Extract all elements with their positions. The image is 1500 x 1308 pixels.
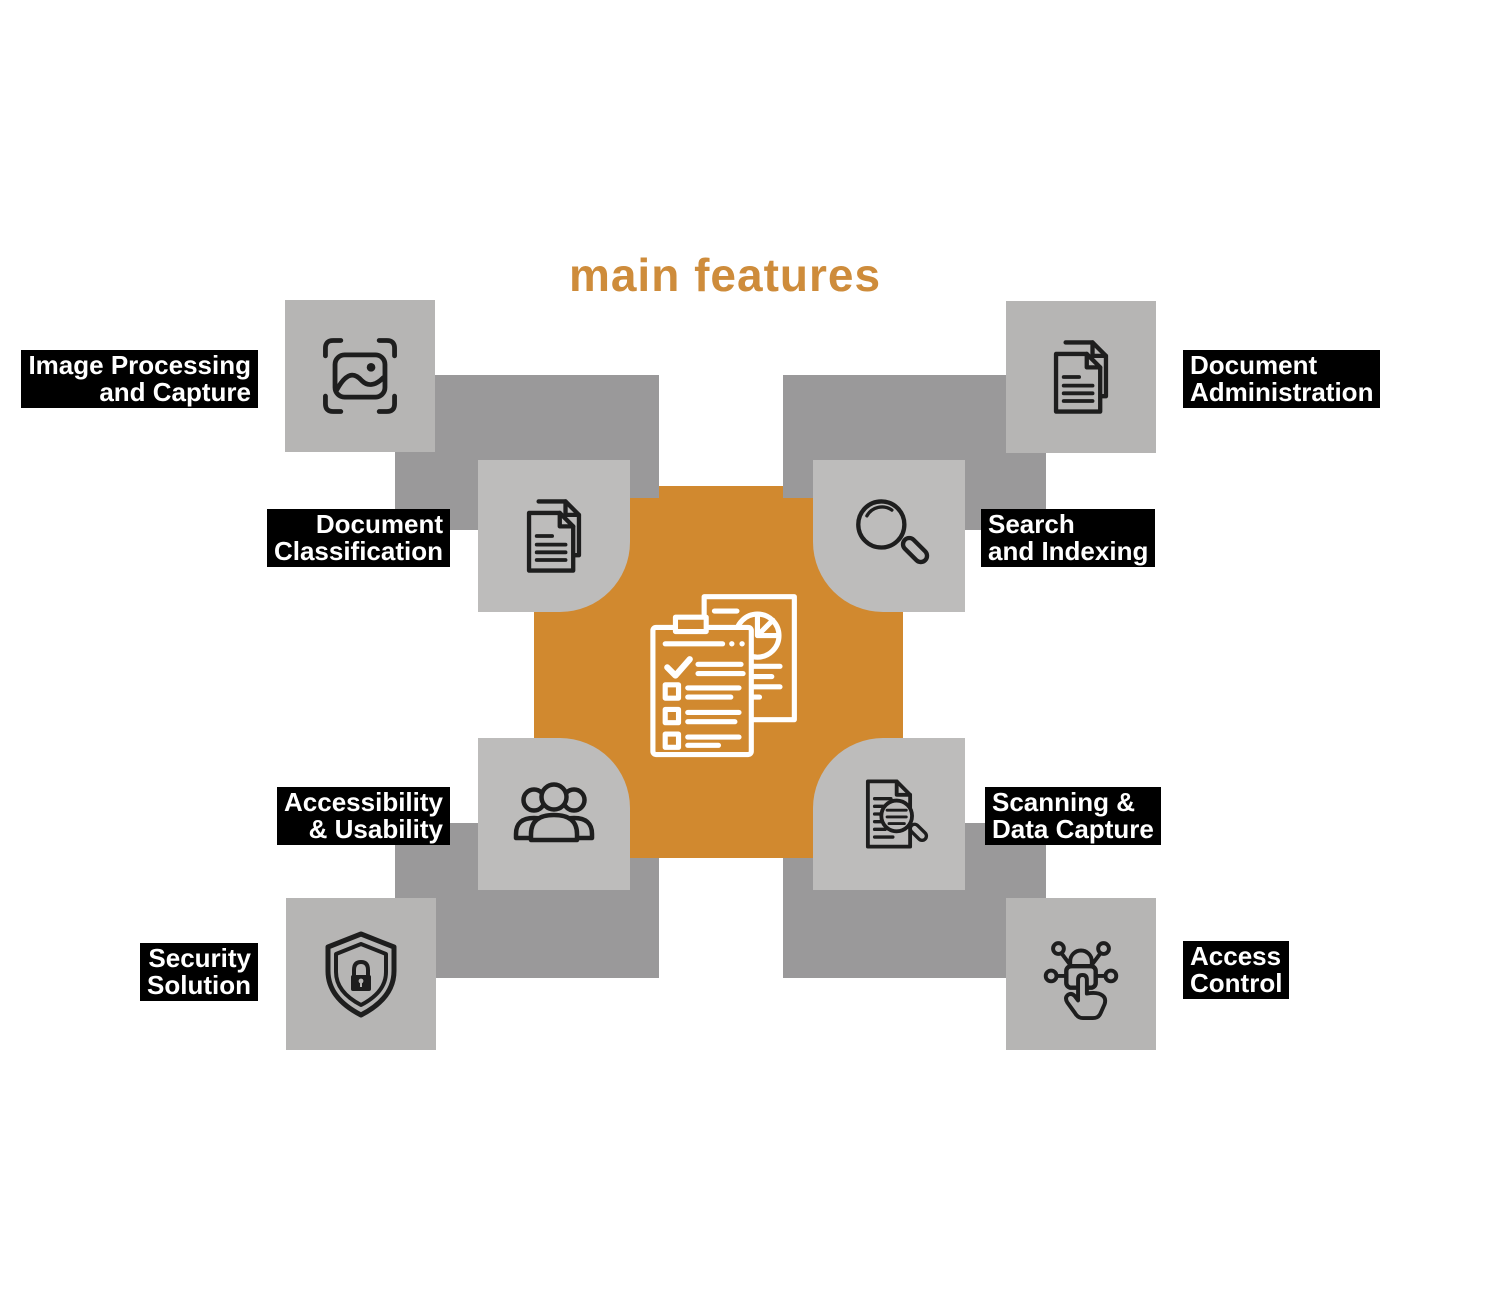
documents-icon — [1053, 340, 1109, 414]
users-icon — [513, 782, 595, 843]
feature-tile-access-control — [1006, 898, 1156, 1050]
shield-lock-icon — [325, 931, 397, 1018]
magnifier-icon — [856, 499, 930, 565]
feature-tile-security-solution — [286, 898, 436, 1050]
feature-label-search-indexing: Search and Indexing — [981, 509, 1156, 567]
feature-label-document-administration: Document Administration — [1183, 350, 1381, 408]
feature-label-document-classification: Document Classification — [266, 509, 450, 567]
feature-label-accessibility-usability: Accessibility & Usability — [277, 787, 450, 845]
feature-tile-document-administration — [1006, 301, 1156, 453]
page-title: main features — [568, 249, 882, 301]
document-search-icon — [865, 779, 929, 849]
documents-icon — [526, 499, 582, 573]
feature-tile-accessibility-usability — [478, 738, 630, 890]
feature-tile-document-classification — [478, 460, 630, 612]
connector-stub-top-left — [630, 486, 659, 498]
feature-label-access-control: Access Control — [1183, 941, 1290, 999]
connector-stub-top-right — [783, 486, 814, 498]
feature-label-scanning-data-capture: Scanning & Data Capture — [985, 787, 1161, 845]
access-control-icon — [1043, 941, 1119, 1021]
feature-tile-scanning-data-capture — [813, 738, 965, 890]
feature-tile-search-indexing — [813, 460, 965, 612]
feature-label-security-solution: Security Solution — [140, 943, 258, 1001]
checklist-report-icon — [650, 593, 797, 757]
image-capture-icon — [323, 338, 397, 414]
feature-tile-image-processing — [285, 300, 435, 452]
feature-label-image-processing: Image Processing and Capture — [21, 350, 258, 408]
